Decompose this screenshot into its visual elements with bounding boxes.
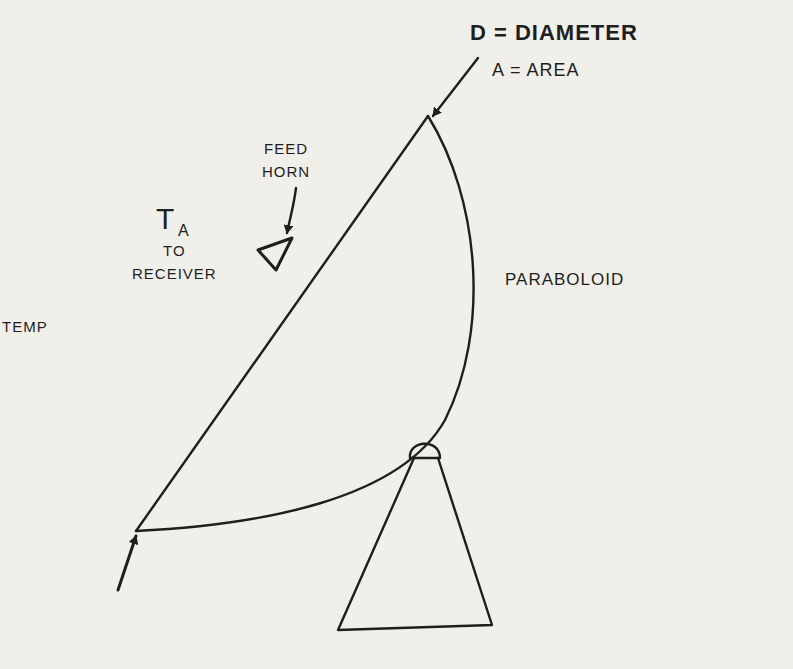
leader-line xyxy=(287,188,296,233)
feed-horn-symbol xyxy=(258,238,292,270)
symbol-subscript: A xyxy=(178,222,190,240)
paraboloid-dish xyxy=(136,116,474,531)
dimension-label: A = AREA xyxy=(492,60,580,81)
note-label: TEMP xyxy=(2,318,48,335)
leader-line xyxy=(118,536,136,590)
symbol-label: T xyxy=(156,202,175,237)
dimension-label: D = DIAMETER xyxy=(470,20,638,45)
tripod-stand xyxy=(338,458,492,630)
leader-line xyxy=(433,58,478,116)
note-label: TO RECEIVER xyxy=(132,240,217,285)
aperture-line xyxy=(136,116,428,531)
dish-mount xyxy=(410,444,440,458)
part-label: FEED HORN xyxy=(262,138,310,183)
part-label: PARABOLOID xyxy=(505,270,624,290)
